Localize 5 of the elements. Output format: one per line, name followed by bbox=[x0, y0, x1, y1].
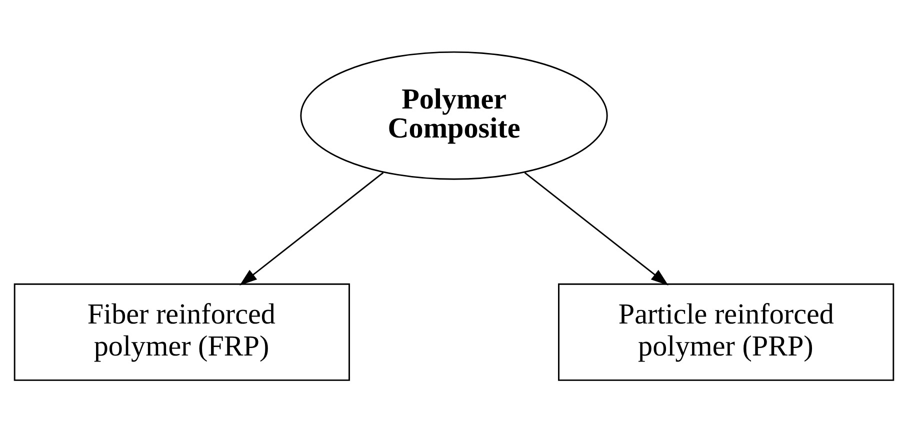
node-box: Particle reinforced polymer (PRP) bbox=[558, 283, 894, 381]
node-box: Fiber reinforced polymer (FRP) bbox=[14, 283, 350, 381]
node-ellipse: Polymer Composite bbox=[300, 51, 608, 180]
arrow bbox=[240, 172, 384, 286]
arrow bbox=[524, 172, 668, 286]
